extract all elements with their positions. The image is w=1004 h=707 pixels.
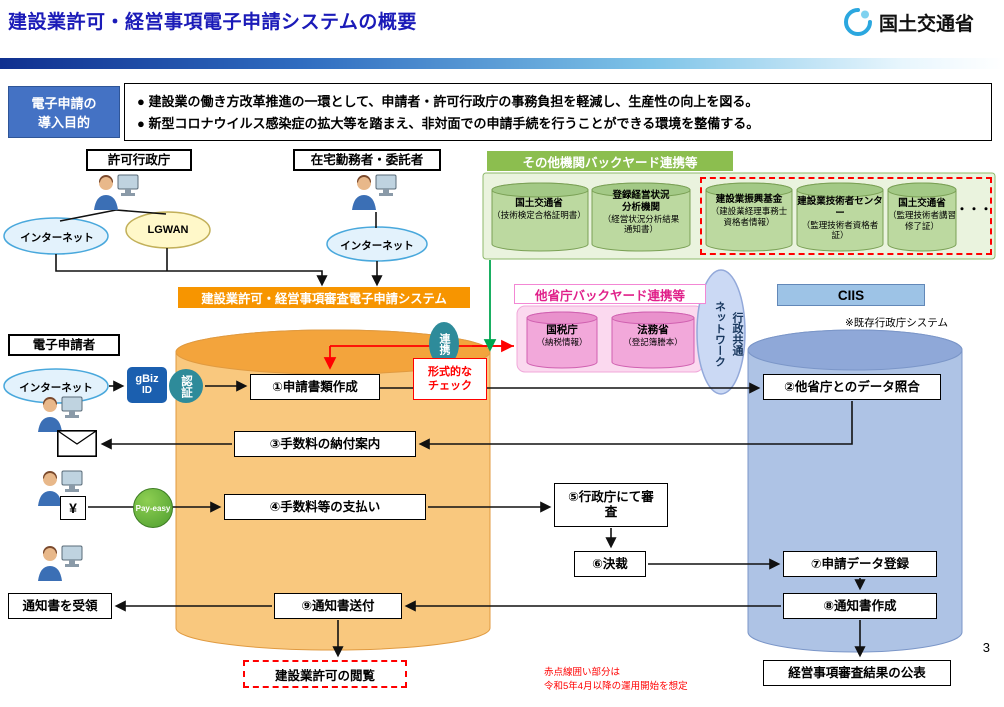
gov-network-label: 行政共通 ネットワーク bbox=[713, 301, 743, 367]
person-at-computer-icon bbox=[36, 392, 84, 439]
mlit-logo-icon bbox=[843, 7, 873, 37]
person-at-computer-icon bbox=[36, 541, 84, 588]
page-number: 3 bbox=[982, 640, 990, 655]
step-6-box: ⑥決裁 bbox=[574, 551, 646, 577]
envelope-icon bbox=[57, 430, 98, 457]
formal-check-box: 形式的な チェック bbox=[413, 358, 487, 400]
licensing-agency-box: 許可行政庁 bbox=[86, 149, 192, 171]
system-title: 建設業許可・経営事項審査電子申請システム bbox=[178, 287, 470, 308]
db-label-analysis-org: 登録経営状況 分析機関 （経営状況分析結果 通知書） bbox=[602, 190, 680, 235]
step-3-box: ③手数料の納付案内 bbox=[234, 431, 416, 457]
ministry-logo-group: 国土交通省 bbox=[843, 5, 998, 39]
payeasy-logo: Pay-easy bbox=[133, 488, 173, 528]
step-1-box: ①申請書類作成 bbox=[250, 374, 380, 400]
future-scope-dashed-box-top bbox=[700, 177, 992, 255]
page-title: 建設業許可・経営事項電子申請システムの概要 bbox=[8, 12, 417, 33]
db-label-nta: 国税庁 （納税情報） bbox=[536, 324, 588, 348]
db-label-moj: 法務省 （登記簿謄本） bbox=[623, 324, 683, 348]
internet-label-remote: インターネット bbox=[340, 240, 414, 252]
ministry-backyard-title: 他省庁バックヤード連携等 bbox=[514, 284, 706, 304]
purpose-label: 電子申請の 導入目的 bbox=[8, 86, 120, 138]
gbiz-text-bottom: ID bbox=[142, 384, 152, 396]
db-label-mlit-exam: 国土交通省 （技術検定合格証明書） bbox=[492, 198, 586, 220]
purpose-bullet-2: ● 新型コロナウイルス感染症の拡大等を踏まえ、非対面での申請手続を行うことができ… bbox=[137, 116, 760, 132]
purpose-bullet-1: ● 建設業の働き方改革推進の一環として、申請者・許可行政庁の事務負担を軽減し、生… bbox=[137, 94, 759, 109]
green-db-cylinders bbox=[491, 182, 957, 252]
ministry-name: 国土交通省 bbox=[879, 13, 975, 35]
ellipsis-dots: ・・・ bbox=[956, 202, 993, 216]
lgwan-label: LGWAN bbox=[147, 224, 189, 236]
person-at-computer-icon bbox=[350, 170, 398, 217]
step-5-box: ⑤行政庁にて審査 bbox=[554, 483, 668, 527]
step-9-box: ⑨通知書送付 bbox=[274, 593, 402, 619]
step-7-box: ⑦申請データ登録 bbox=[783, 551, 937, 577]
step-4-box: ④手数料等の支払い bbox=[224, 494, 426, 520]
remote-worker-box: 在宅勤務者・委託者 bbox=[293, 149, 441, 171]
db-label-mlit-koshu: 国土交通省 （監理技術者講習修了証） bbox=[887, 198, 956, 231]
other-backyard-title: その他機関バックヤード連携等 bbox=[487, 151, 733, 171]
gbiz-text-top: gBiz bbox=[135, 372, 159, 385]
db-label-shinko-kikin: 建設業振興基金 （建設業経理事務士 資格者情報） bbox=[710, 194, 788, 227]
publish-results-box: 経営事項審査結果の公表 bbox=[763, 660, 951, 686]
orange-system-cylinder bbox=[175, 329, 491, 651]
red-legend-note: 赤点線囲い部分は 令和5年4月以降の運用開始を想定 bbox=[544, 667, 688, 693]
person-at-computer-icon bbox=[92, 170, 140, 217]
step-8-box: ⑧通知書作成 bbox=[783, 593, 937, 619]
header-divider-bar bbox=[0, 58, 1004, 69]
view-permit-dashed-box: 建設業許可の閲覧 bbox=[243, 660, 407, 688]
internet-label-agency: インターネット bbox=[20, 232, 94, 244]
applicant-box: 電子申請者 bbox=[8, 334, 120, 356]
gov-network-cloud bbox=[696, 269, 746, 395]
yen-icon: ¥ bbox=[60, 496, 86, 520]
auth-badge: 認証 bbox=[169, 369, 203, 403]
internet-label-applicant: インターネット bbox=[19, 382, 93, 394]
purpose-box: ● 建設業の働き方改革推進の一環として、申請者・許可行政庁の事務負担を軽減し、生… bbox=[124, 83, 992, 141]
step-2-box: ②他省庁とのデータ照合 bbox=[763, 374, 941, 400]
person-at-computer-icon bbox=[36, 466, 84, 513]
pink-db-cylinders bbox=[526, 311, 695, 369]
db-label-engineer-center: 建設業技術者センター （監理技術者資格者証） bbox=[797, 196, 883, 241]
ciis-title: CIIS bbox=[777, 284, 925, 306]
receive-notice-box: 通知書を受領 bbox=[8, 593, 112, 619]
ciis-note: ※既存行政庁システム bbox=[845, 317, 948, 329]
gbizid-logo: gBiz ID bbox=[127, 367, 167, 403]
lgwan-cloud bbox=[125, 211, 211, 249]
